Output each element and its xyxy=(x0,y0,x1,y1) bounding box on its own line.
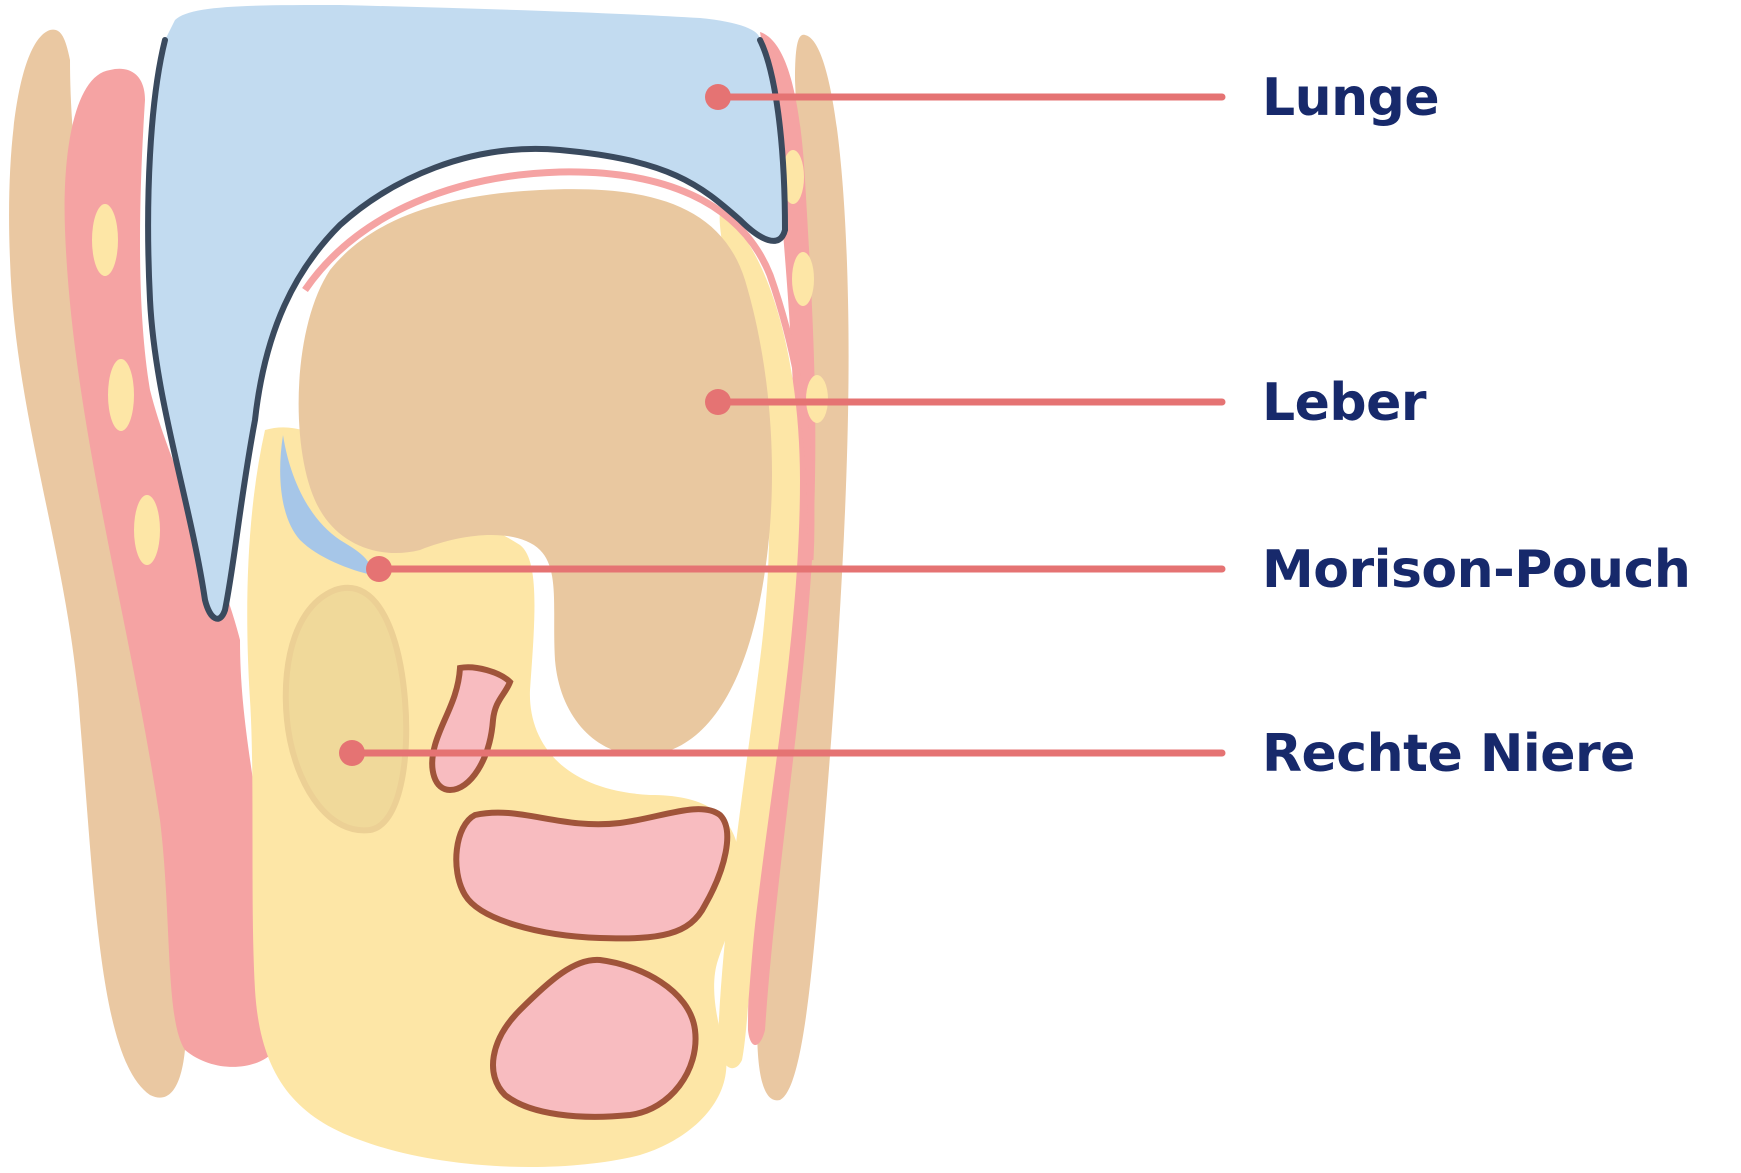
leader-dot-lunge xyxy=(705,84,731,110)
leader-dot-morison xyxy=(366,556,392,582)
left-muscle-layer xyxy=(64,68,283,1067)
right-muscle-nodule xyxy=(792,252,814,306)
right-muscle-nodule xyxy=(782,150,804,204)
label-rechte-niere: Rechte Niere xyxy=(1262,724,1635,784)
leader-dot-niere xyxy=(339,740,365,766)
leader-dot-leber xyxy=(705,389,731,415)
liver xyxy=(298,189,772,756)
right-kidney xyxy=(282,584,410,834)
bowel-loop xyxy=(453,806,731,942)
lung-outline xyxy=(145,37,789,622)
left-tissue-layer xyxy=(9,29,187,1098)
morison-pouch-fluid xyxy=(280,435,372,575)
left-muscle-nodule xyxy=(92,204,118,276)
renal-vessel xyxy=(429,664,514,794)
bowel-loop xyxy=(490,956,699,1120)
right-fat-strip xyxy=(718,210,800,1069)
liver-capsule-line xyxy=(302,168,815,561)
left-muscle-nodule xyxy=(108,359,134,431)
label-leber: Leber xyxy=(1262,373,1427,433)
label-morison-pouch: Morison-Pouch xyxy=(1262,540,1691,600)
leader-lines xyxy=(339,84,1226,766)
label-lunge: Lunge xyxy=(1262,68,1440,128)
left-muscle-nodule xyxy=(134,495,160,565)
